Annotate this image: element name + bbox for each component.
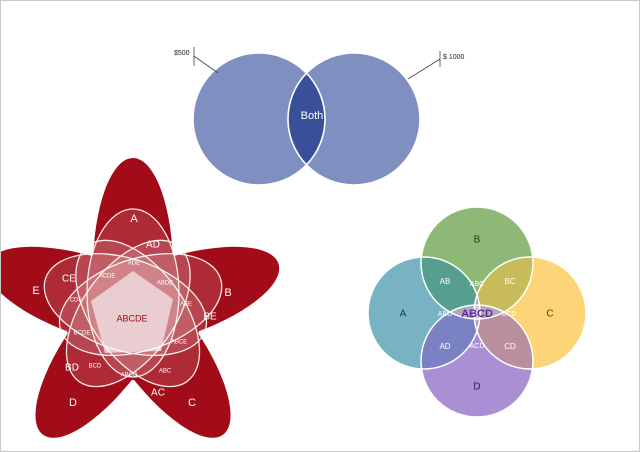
label-acde: ACDE — [99, 274, 116, 280]
label-four-b: B — [474, 235, 481, 246]
label-four-acd: ACD — [470, 343, 485, 350]
label-bd: BD — [65, 363, 79, 374]
label-bcd: BCD — [89, 364, 102, 370]
label-four-abc: ABC — [470, 281, 484, 288]
label-abde: ABDE — [157, 281, 173, 287]
callout-right — [407, 51, 441, 80]
label-a: A — [130, 213, 138, 225]
label-d: D — [69, 397, 77, 409]
label-four-c: C — [546, 309, 553, 320]
four-set-triple-labels: ABC ABD BCD ACD — [438, 281, 517, 350]
label-four-abd: ABD — [438, 311, 452, 318]
label-four-ab: AB — [440, 277, 451, 286]
triple-labels: ADE ABE ABC BCD CDE — [70, 261, 192, 375]
quad-labels: ACDE ABDE ABCE ABCD BCDE — [74, 274, 188, 379]
callout-right-label: $ 1000 — [443, 54, 465, 61]
outline-b — [58, 253, 223, 357]
circle-left-outline — [192, 52, 326, 186]
label-abcde: ABCDE — [116, 313, 147, 323]
label-abcd: ABCD — [121, 373, 138, 379]
label-four-ad: AD — [439, 342, 450, 351]
outline-d — [65, 239, 191, 388]
label-cde: CDE — [70, 298, 83, 304]
label-ade: ADE — [128, 261, 140, 267]
outline-e — [43, 253, 208, 357]
callout-left-label: $500 — [174, 50, 190, 57]
label-b: B — [224, 287, 231, 299]
label-ce: CE — [62, 274, 76, 285]
label-e: E — [32, 285, 39, 297]
label-four-cd: CD — [504, 342, 516, 351]
circle-right-outline — [287, 52, 421, 186]
center-region-abcde — [91, 271, 173, 353]
set-labels: A B C D E — [32, 213, 231, 409]
circle-left — [193, 53, 325, 185]
four-set-pair-labels: AB BC AD CD — [439, 277, 516, 351]
four-set-set-labels: A B C D — [400, 235, 554, 393]
pair-labels: AD BE AC BD CE — [62, 240, 217, 399]
petal-outlines — [43, 208, 223, 388]
four-set-outlines — [367, 206, 587, 418]
label-abe: ABE — [180, 302, 192, 308]
outline-four-b — [420, 206, 534, 320]
four-set-venn: A B C D AB BC AD CD ABC ABD BCD ACD ABCD — [367, 206, 587, 418]
label-ad: AD — [146, 240, 160, 251]
outline-four-c — [473, 256, 587, 370]
five-set-venn: A B C D E AD BE AC BD CE ADE ABE ABC BCD… — [1, 158, 280, 438]
label-bcde: BCDE — [74, 331, 91, 337]
label-abce: ABCE — [171, 340, 187, 346]
label-four-d: D — [473, 382, 480, 393]
callout-left — [193, 47, 219, 74]
outline-four-d — [420, 304, 534, 418]
two-circle-venn: Both $500 $ 1000 — [174, 47, 465, 186]
outline-four-a — [367, 256, 481, 370]
label-ac: AC — [151, 388, 165, 399]
both-label: Both — [301, 110, 324, 122]
label-abc: ABC — [159, 369, 172, 375]
label-four-abcd: ABCD — [461, 308, 493, 320]
label-c: C — [188, 397, 196, 409]
label-four-bcd: BCD — [502, 311, 517, 318]
label-four-bc: BC — [504, 277, 515, 286]
circle-right — [288, 53, 420, 185]
outline-c — [75, 239, 201, 388]
label-four-a: A — [400, 309, 407, 320]
label-be: BE — [203, 312, 217, 323]
